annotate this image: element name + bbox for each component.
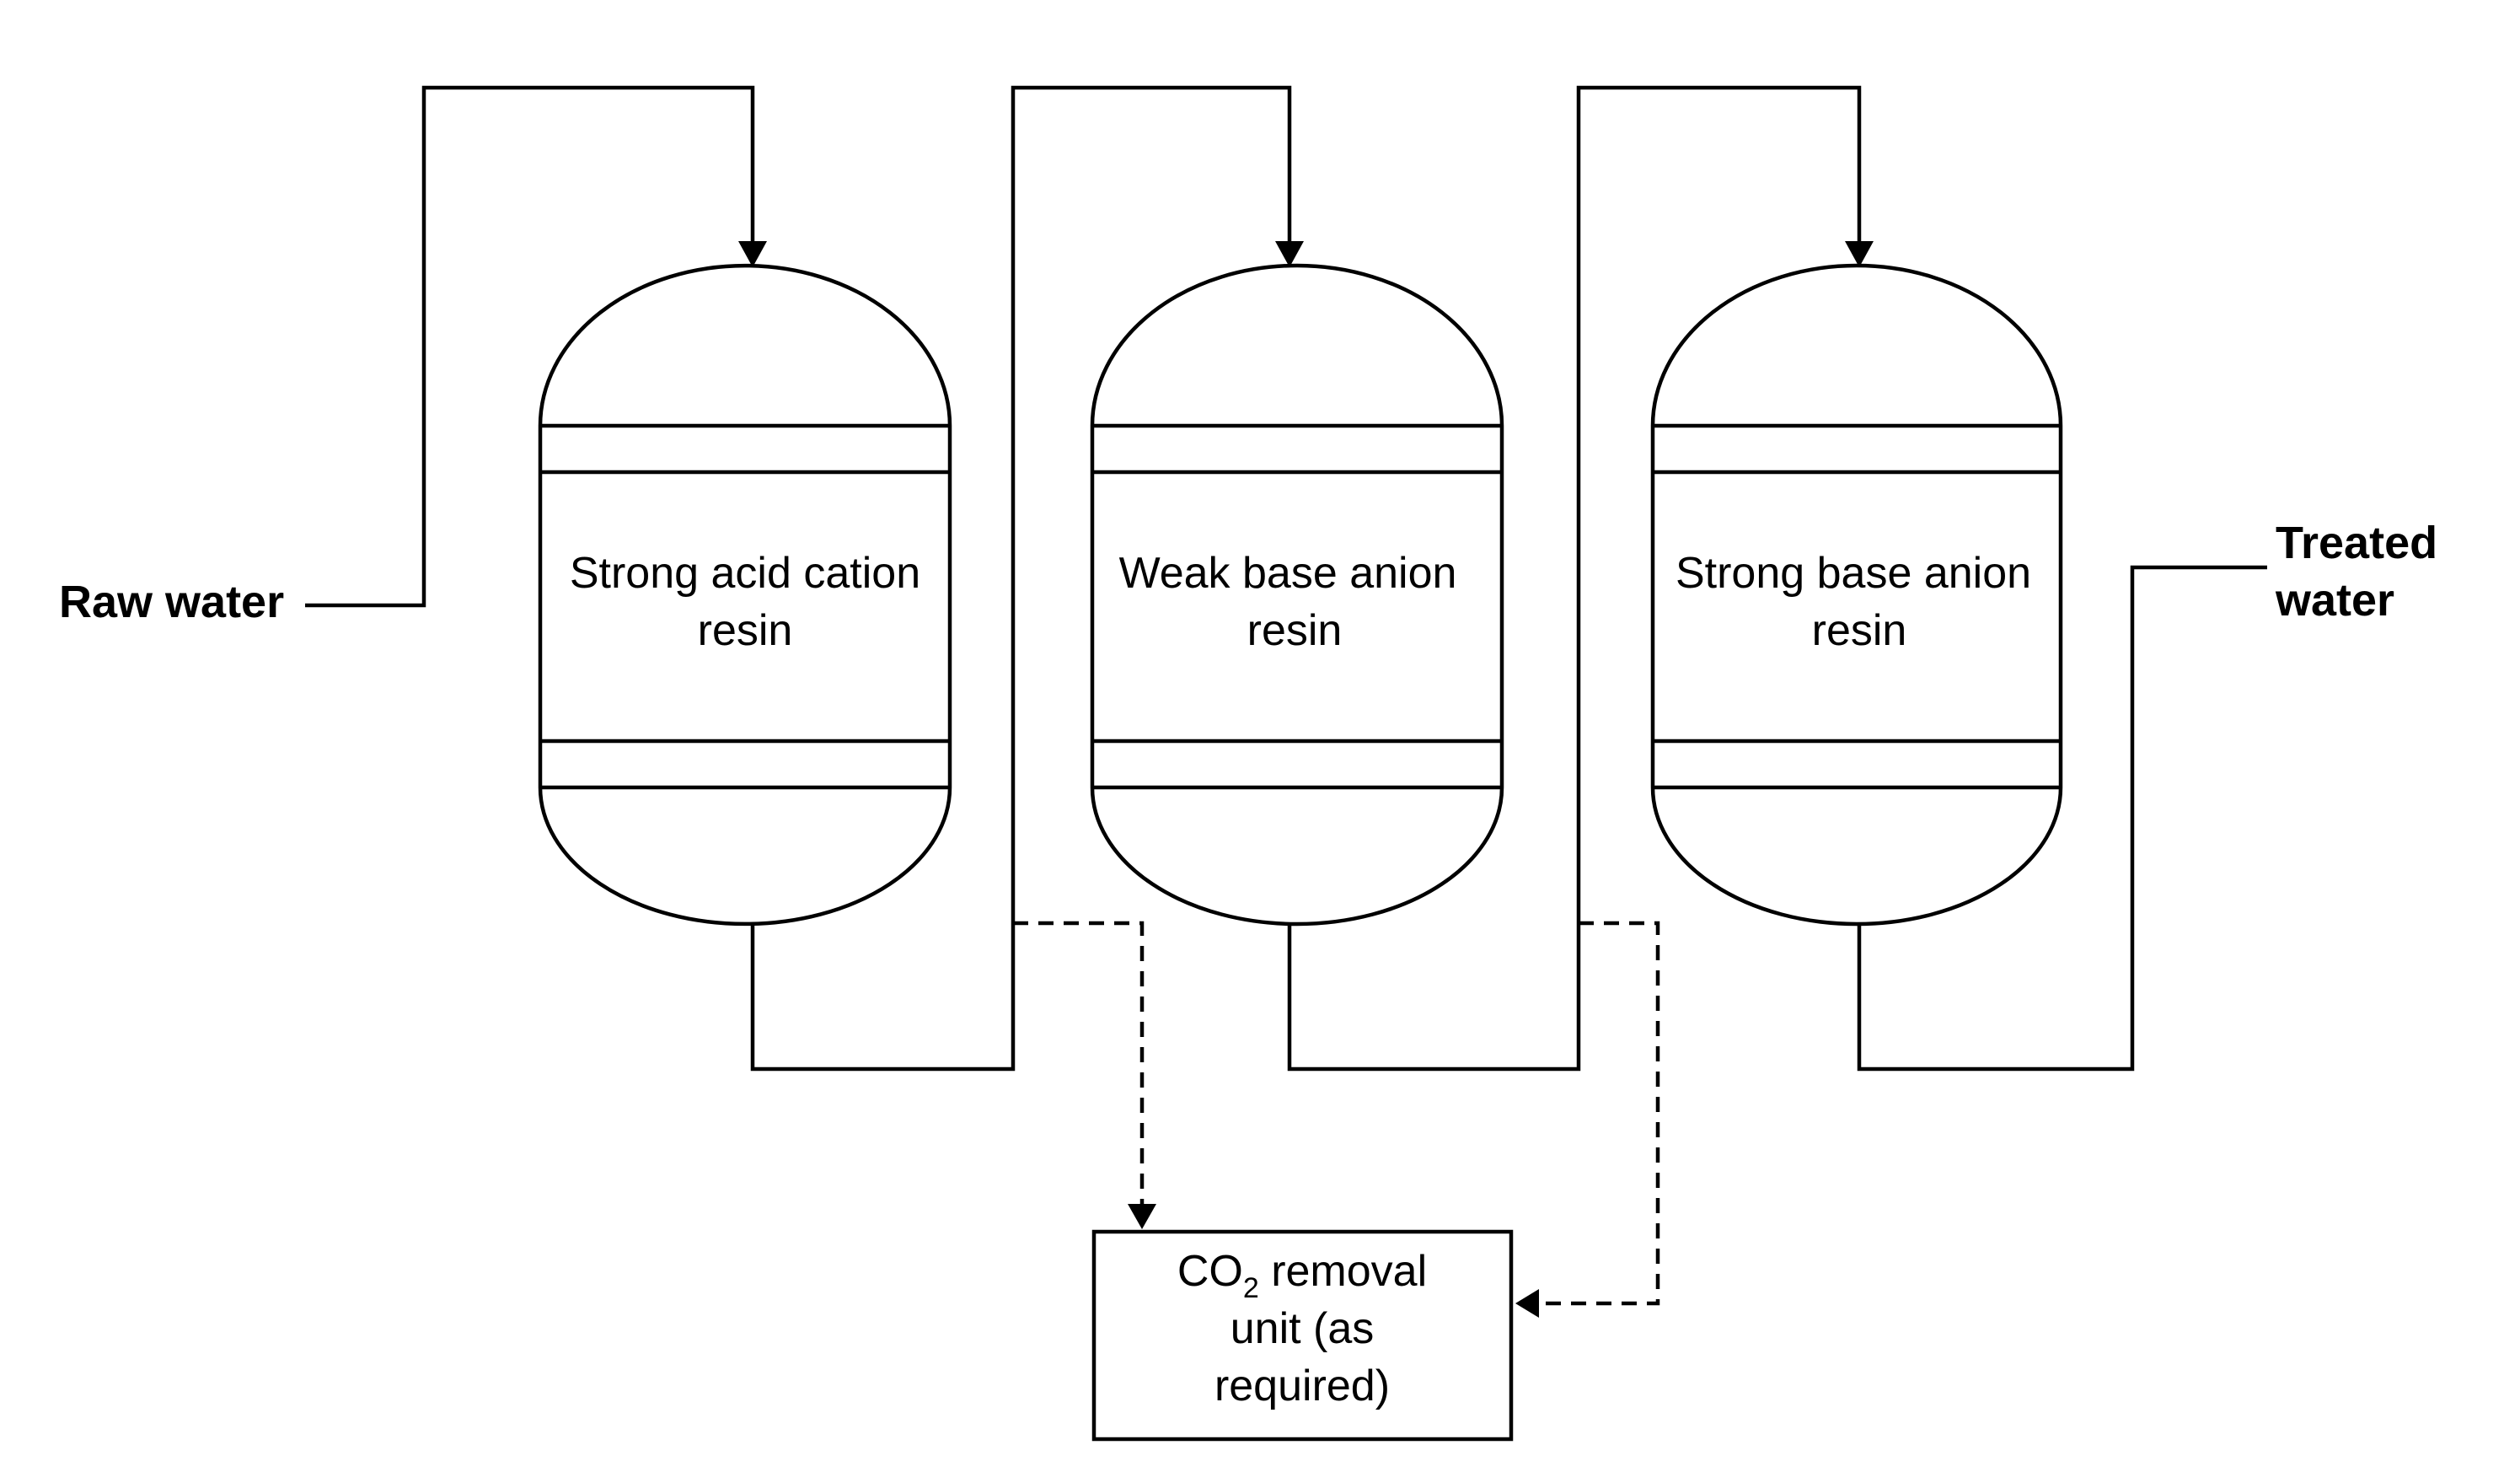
co2-unit-box <box>1091 1229 1514 1442</box>
vessel-3-label-line2: resin <box>1812 606 1907 655</box>
pipe-vessel-2-to-vessel-3 <box>1287 85 1862 1072</box>
vessel-2-label-line1: Weak base anion <box>1119 549 1457 598</box>
vessel-3-label-line1: Strong base anion <box>1676 549 2031 598</box>
vessel-weak-base-anion: Weak base anion resin <box>1090 263 1504 927</box>
arrow-into-co2-unit-side <box>1515 1289 1539 1318</box>
treated-water-label-line2: water <box>2275 575 2394 626</box>
arrow-into-vessel-1 <box>738 241 767 267</box>
vessel-1-label-line1: Strong acid cation <box>570 549 920 598</box>
arrow-into-vessel-3 <box>1845 241 1874 267</box>
co2-removal-unit: CO2 removal unit (as required) <box>1091 1229 1514 1442</box>
co2-unit-label-line1: CO2 removal <box>1177 1247 1427 1304</box>
treated-water-label-line1: Treated <box>2276 518 2437 568</box>
vessel-1-label-line2: resin <box>698 606 793 655</box>
pipe-vessel-1-to-vessel-2 <box>750 85 1292 1072</box>
raw-water-label: Raw water <box>59 577 284 627</box>
vessel-strong-base-anion: Strong base anion resin <box>1650 263 2063 927</box>
raw-water-pipe <box>305 85 755 608</box>
co2-unit-label-line2: unit (as <box>1231 1304 1375 1353</box>
arrow-into-co2-unit-top <box>1128 1204 1156 1229</box>
vessel-2-label-line2: resin <box>1247 606 1343 655</box>
dashed-line-to-co2-unit-top <box>1013 921 1145 1212</box>
dashed-line-to-co2-unit-side <box>1532 921 1660 1306</box>
vessel-strong-acid-cation: Strong acid cation resin <box>538 263 952 927</box>
arrow-into-vessel-2 <box>1275 241 1304 267</box>
co2-unit-label-line3: required) <box>1214 1362 1390 1410</box>
treated-water-pipe <box>1857 565 2267 1072</box>
